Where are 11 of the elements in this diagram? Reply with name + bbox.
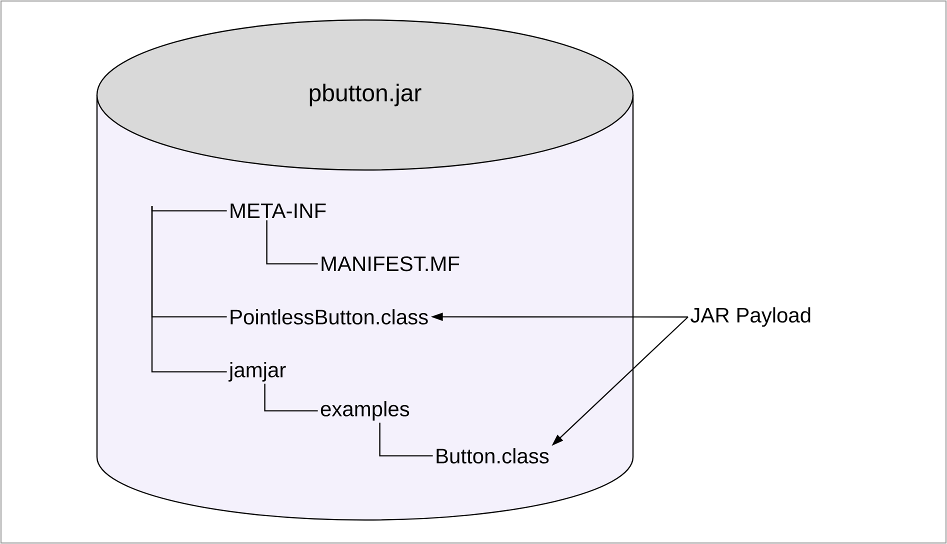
tree-line bbox=[264, 384, 318, 412]
file-name: jamjar bbox=[228, 362, 286, 382]
file-name: PointlessButton.class bbox=[230, 309, 428, 324]
tree-line bbox=[151, 206, 227, 372]
file-name: examples bbox=[320, 401, 410, 421]
file-name: META-INF bbox=[230, 204, 326, 218]
tree-line bbox=[266, 220, 318, 264]
tree-line bbox=[379, 422, 433, 456]
file-name: Button.class bbox=[436, 448, 549, 464]
callout-label: JAR Payload bbox=[690, 307, 810, 327]
file-name: MANIFEST.MF bbox=[322, 256, 460, 272]
